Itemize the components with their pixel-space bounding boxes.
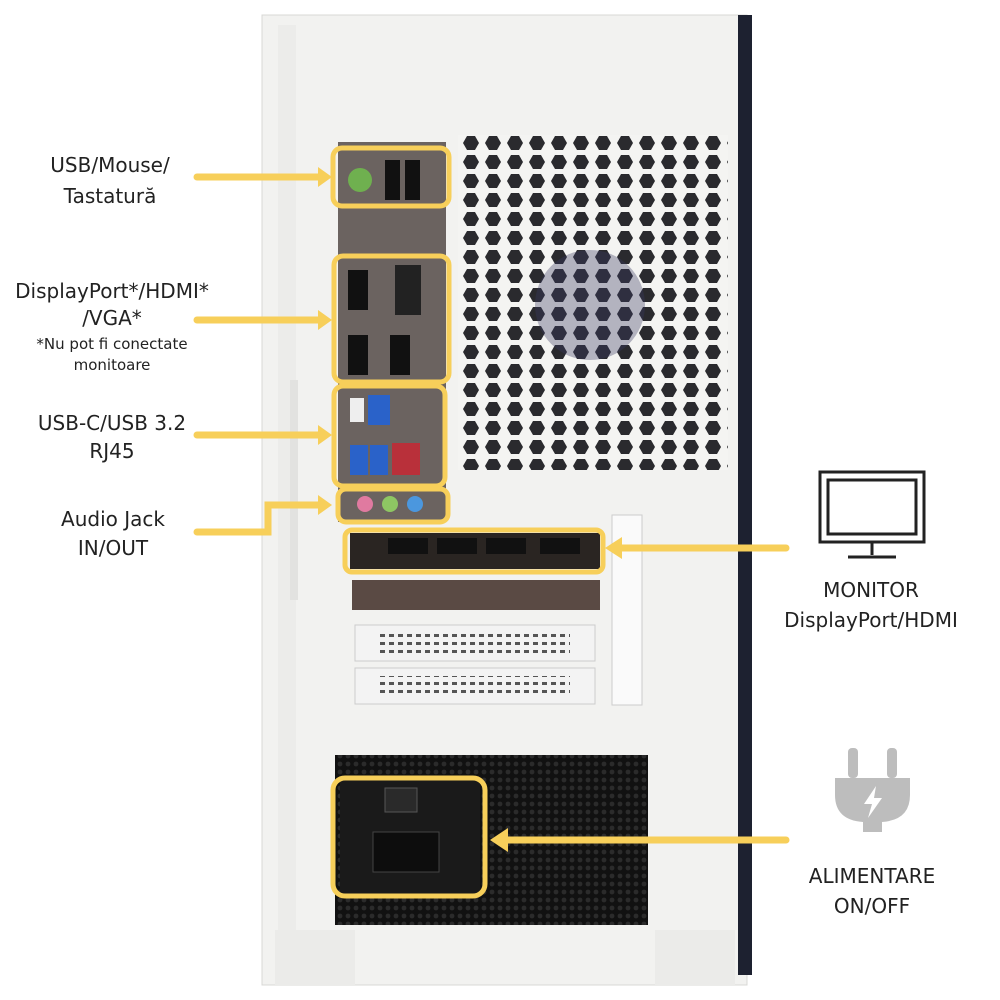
highlight-audio bbox=[335, 486, 451, 525]
label-usbc-1: USB-C/USB 3.2 bbox=[38, 411, 186, 435]
label-power-1: ALIMENTARE bbox=[809, 864, 935, 888]
label-usb-mouse-1: USB/Mouse/ bbox=[50, 153, 170, 177]
label-display-note-2: monitoare bbox=[74, 356, 151, 374]
label-monitor-2: DisplayPort/HDMI bbox=[784, 608, 958, 632]
power-plug-icon bbox=[835, 748, 910, 832]
arrows bbox=[193, 167, 790, 852]
label-display-note-1: *Nu pot fi conectate bbox=[36, 335, 187, 353]
highlight-gpu-ports bbox=[342, 527, 606, 575]
label-usbc-2: RJ45 bbox=[89, 439, 134, 463]
highlight-video-ports bbox=[331, 253, 452, 385]
monitor-icon bbox=[818, 470, 926, 559]
label-display-1: DisplayPort*/HDMI* bbox=[15, 279, 209, 303]
fan-grill bbox=[458, 135, 728, 470]
label-audio-1: Audio Jack bbox=[61, 507, 165, 531]
label-audio-2: IN/OUT bbox=[78, 536, 149, 560]
highlight-power bbox=[330, 775, 488, 899]
highlight-usb-ps2 bbox=[330, 145, 452, 209]
label-display-2: /VGA* bbox=[82, 306, 142, 330]
highlight-usb-rj45 bbox=[331, 383, 448, 489]
label-usb-mouse-2: Tastatură bbox=[63, 184, 157, 208]
label-power-2: ON/OFF bbox=[834, 894, 910, 918]
label-monitor-1: MONITOR bbox=[823, 578, 919, 602]
io-shield bbox=[338, 142, 446, 522]
